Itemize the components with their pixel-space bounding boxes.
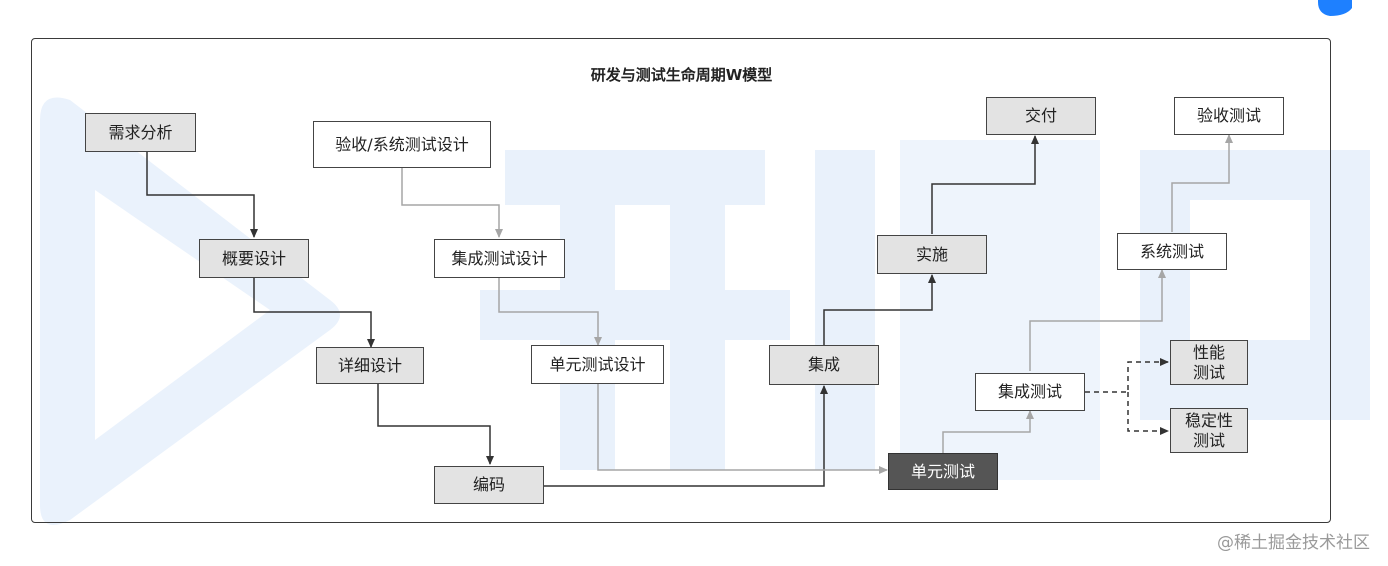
- diagram-title: 研发与测试生命周期W模型: [590, 66, 773, 84]
- node-acceptance-test: 验收测试: [1174, 97, 1284, 135]
- arrow-requirement-to-design: [146, 152, 258, 238]
- node-acceptance-system-test-design: 验收/系统测试设计: [313, 121, 491, 168]
- footer-watermark-text: @稀土掘金技术社区: [1217, 533, 1370, 553]
- node-performance-test: 性能 测试: [1170, 340, 1248, 385]
- arrow-integration-design-to-unit-design: [498, 278, 602, 346]
- dashed-to-stability-test: [1127, 392, 1169, 435]
- node-requirement-analysis: 需求分析: [85, 113, 196, 152]
- node-implementation: 实施: [877, 235, 987, 274]
- node-unit-test-design: 单元测试设计: [531, 345, 664, 384]
- node-system-test: 系统测试: [1117, 233, 1227, 270]
- node-high-level-design: 概要设计: [199, 239, 309, 278]
- arrow-integration-to-implementation: [823, 274, 936, 345]
- arrow-system-test-to-acceptance-test: [1171, 134, 1233, 232]
- node-stability-test: 稳定性 测试: [1170, 408, 1248, 453]
- arrow-implementation-to-delivery: [931, 135, 1039, 234]
- diagram-frame: [31, 38, 1331, 523]
- node-coding: 编码: [434, 466, 544, 504]
- dashed-to-performance-test: [1085, 358, 1169, 393]
- arrow-unit-test-to-integration-test: [942, 410, 1034, 453]
- arrow-integration-test-to-system-test: [1029, 269, 1166, 371]
- corner-badge-icon: [1318, 0, 1352, 16]
- arrow-acceptance-design-to-integration-design: [401, 168, 503, 238]
- arrow-coding-to-integration: [544, 385, 828, 487]
- node-integration-test-design: 集成测试设计: [434, 239, 565, 278]
- arrow-detailed-to-coding: [377, 384, 494, 465]
- arrow-unit-design-to-unit-test: [597, 384, 888, 474]
- node-unit-test: 单元测试: [888, 453, 998, 490]
- node-detailed-design: 详细设计: [316, 347, 424, 384]
- node-integration-test: 集成测试: [975, 373, 1085, 411]
- arrow-design-to-detailed: [253, 278, 375, 348]
- node-integration: 集成: [769, 345, 879, 385]
- node-delivery: 交付: [986, 97, 1096, 135]
